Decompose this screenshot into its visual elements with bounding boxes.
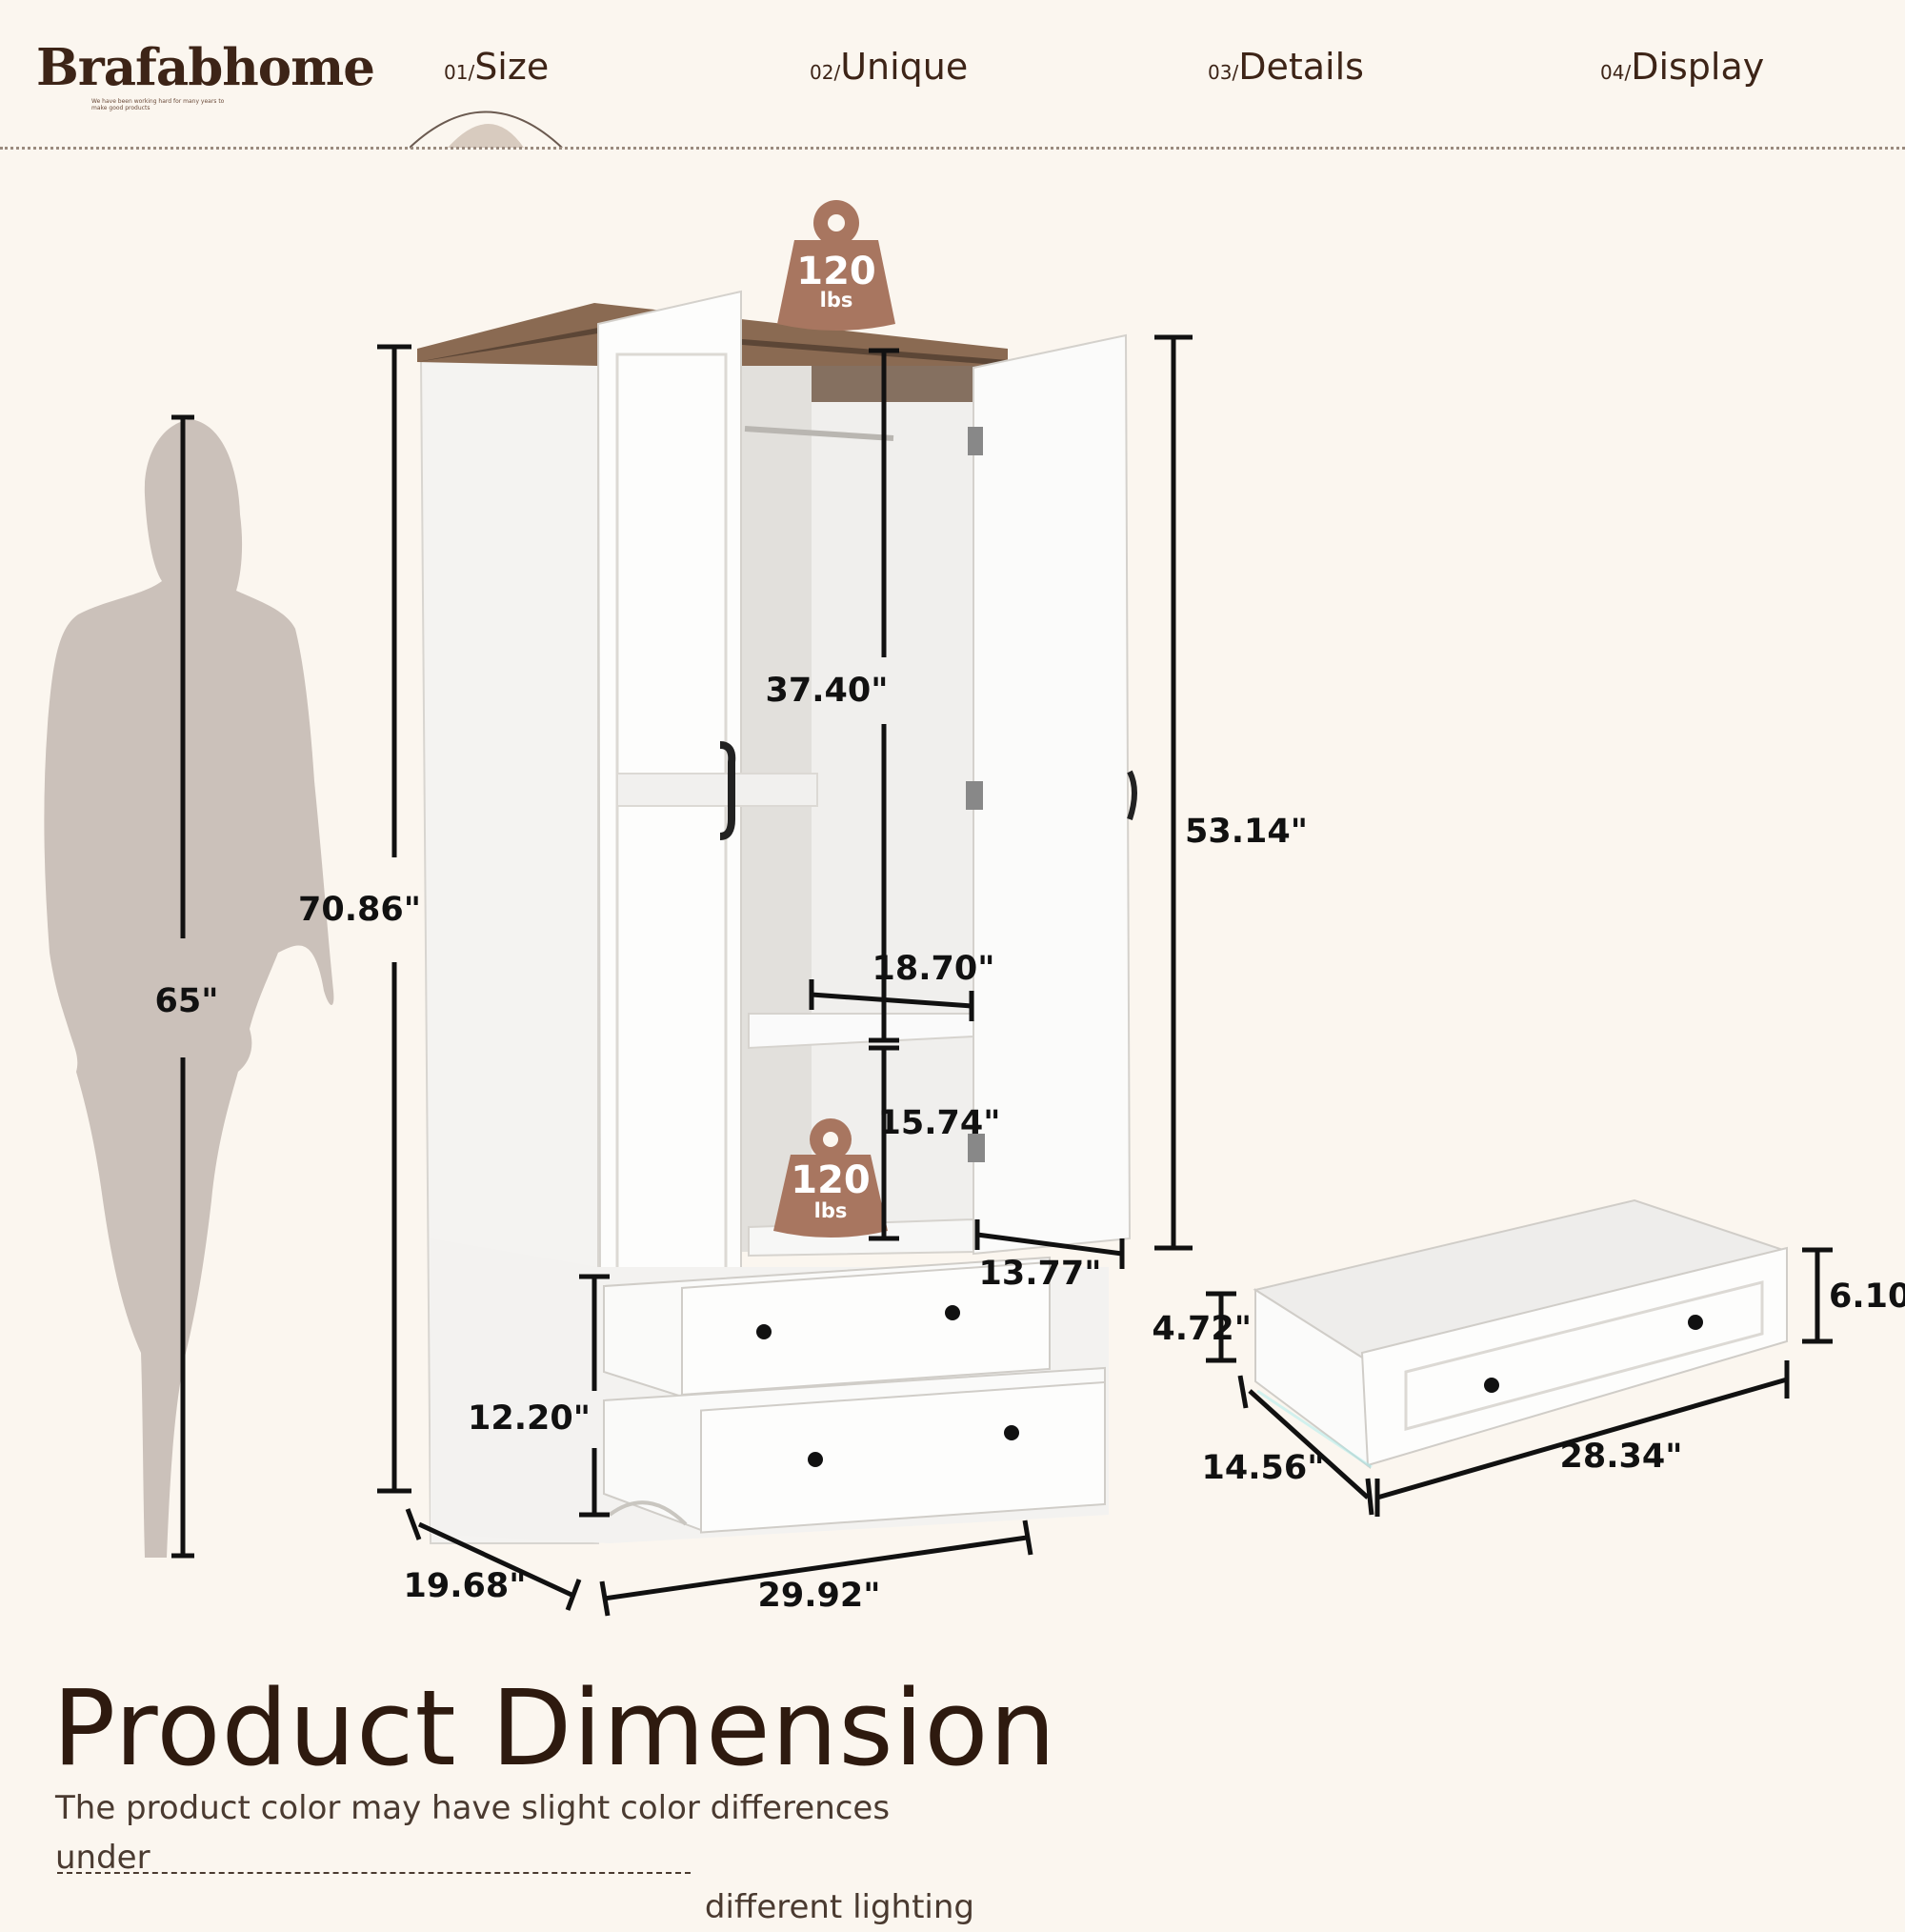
decorative-dashed-line — [57, 1872, 691, 1874]
tab-details[interactable]: 03/Details — [1208, 46, 1364, 88]
person-silhouette — [44, 419, 334, 1558]
tab-display-number: 04/ — [1600, 61, 1632, 84]
person-height-label: 65" — [155, 982, 219, 1020]
tab-details-label: Details — [1238, 46, 1364, 88]
brand-logo: Brafabhome — [36, 38, 375, 97]
tab-unique-number: 02/ — [810, 61, 841, 84]
disclaimer-line-1: The product color may have slight color … — [55, 1789, 891, 1877]
tab-size[interactable]: 01/Size — [444, 46, 549, 88]
person-height-dimension: 65" — [155, 414, 219, 1559]
drawer-section-height-label: 12.20" — [468, 1399, 591, 1438]
top-weight-unit: lbs — [820, 289, 853, 312]
tab-display-label: Display — [1631, 46, 1765, 88]
shelf-weight-badge: 120 lbs — [773, 1118, 888, 1238]
tab-unique[interactable]: 02/Unique — [810, 46, 968, 88]
page-title: Product Dimension — [52, 1667, 1057, 1789]
header-divider — [0, 147, 1905, 150]
top-weight-value: 120 — [796, 250, 876, 293]
drawer-dimension-lines — [1206, 1247, 1833, 1517]
drawer-inner-height-label: 4.72" — [1152, 1310, 1252, 1348]
drawer-outer-height-label: 6.10" — [1829, 1278, 1905, 1316]
disclaimer-line-2: different lighting — [704, 1888, 974, 1926]
drawer-illustration — [1253, 1198, 1788, 1469]
color-disclaimer: The product color may have slight color … — [55, 1783, 974, 1932]
drawer-width-label: 28.34" — [1560, 1438, 1683, 1476]
tab-unique-label: Unique — [840, 46, 969, 88]
cabinet-depth-label: 19.68" — [404, 1567, 527, 1605]
shelf-weight-unit: lbs — [814, 1199, 848, 1222]
shelf-weight-value: 120 — [791, 1158, 871, 1202]
tab-display[interactable]: 04/Display — [1600, 46, 1764, 88]
wardrobe-cabinet — [417, 290, 1137, 1544]
active-tab-indicator — [410, 111, 563, 149]
cabinet-dimension-lines — [377, 334, 1193, 1617]
tab-size-label: Size — [474, 46, 550, 88]
inner-depth-label: 13.77" — [979, 1255, 1102, 1293]
brand-tagline: We have been working hard for many years… — [91, 98, 225, 111]
drawer-depth-label: 14.56" — [1202, 1449, 1325, 1487]
top-weight-badge: 120 lbs — [777, 200, 895, 331]
hanging-height-label: 37.40" — [766, 672, 889, 710]
tab-size-number: 01/ — [444, 61, 475, 84]
shelf-width-label: 18.70" — [872, 950, 995, 988]
header: Brafabhome We have been working hard for… — [0, 0, 1905, 157]
door-height-label: 53.14" — [1185, 813, 1308, 851]
cabinet-width-label: 29.92" — [758, 1577, 881, 1615]
cabinet-height-label: 70.86" — [298, 891, 421, 929]
lower-compartment-label: 15.74" — [878, 1104, 1001, 1142]
tab-details-number: 03/ — [1208, 61, 1239, 84]
